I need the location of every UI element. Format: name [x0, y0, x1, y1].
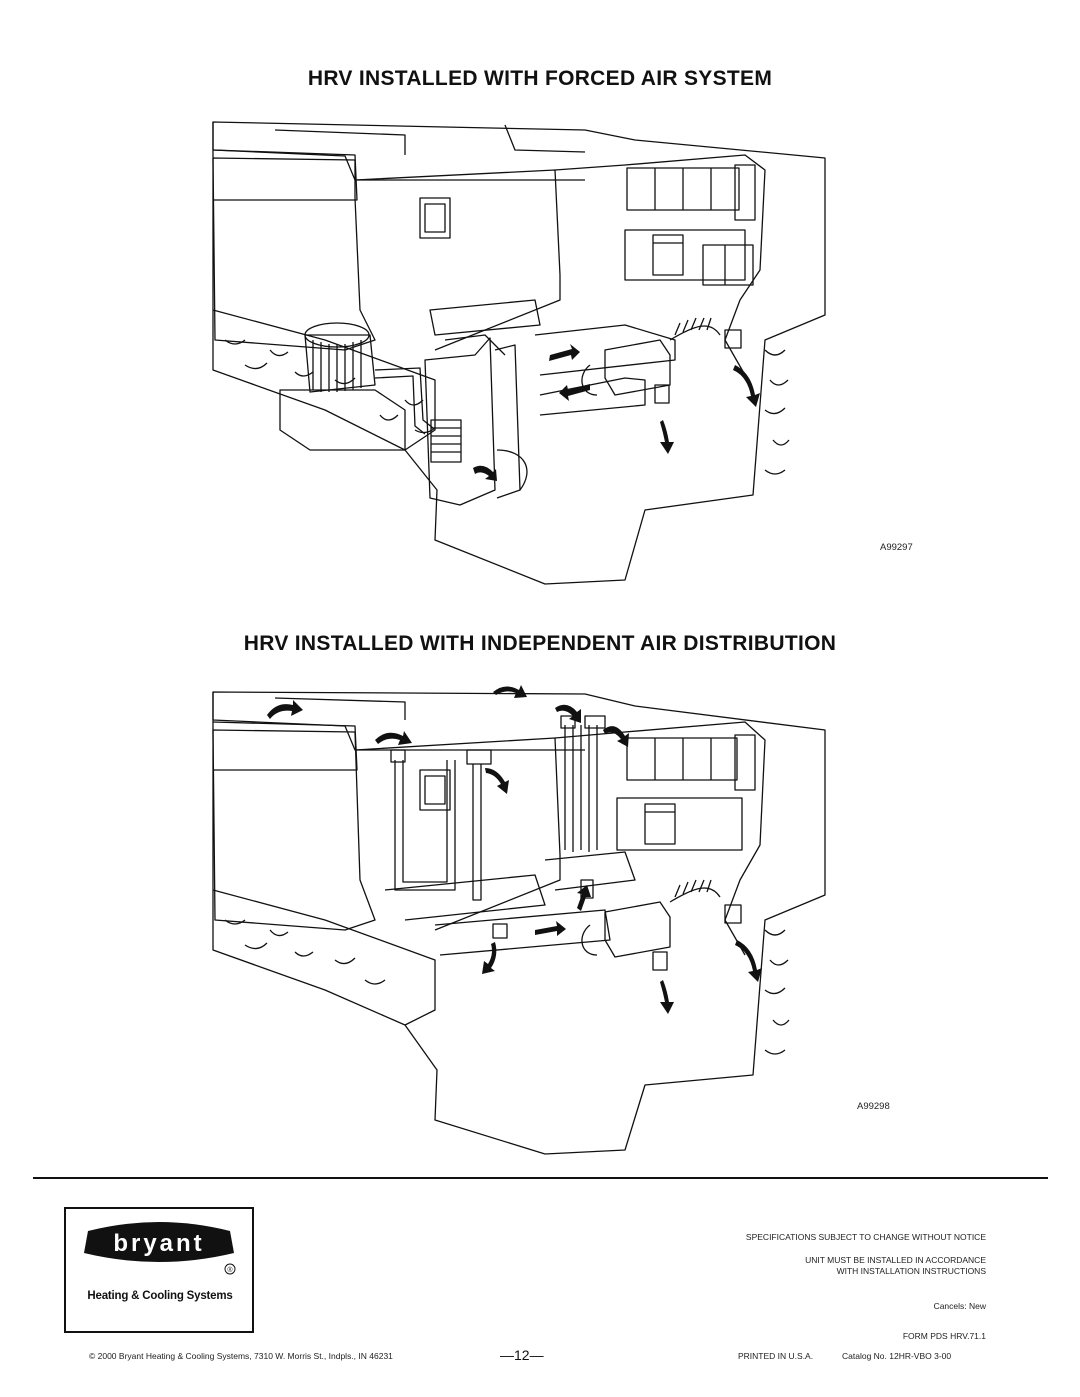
page-number: —12— — [500, 1347, 544, 1363]
heading-independent: HRV INSTALLED WITH INDEPENDENT AIR DISTR… — [243, 632, 837, 655]
figure-code-forced-air: A99297 — [880, 542, 913, 553]
install-notice-line1: UNIT MUST BE INSTALLED IN ACCORDANCE — [805, 1255, 986, 1265]
logo-tagline: Heating & Cooling Systems — [87, 1290, 233, 1302]
form-number: FORM PDS HRV.71.1 — [902, 1331, 986, 1341]
printed-in: PRINTED IN U.S.A. — [738, 1351, 814, 1361]
spec-change-notice: SPECIFICATIONS SUBJECT TO CHANGE WITHOUT… — [745, 1232, 986, 1242]
figure-code-independent: A99298 — [857, 1101, 890, 1112]
independent-distribution-illustration — [212, 685, 826, 1155]
cancels-note: Cancels: New — [933, 1301, 986, 1311]
catalog-number: Catalog No. 12HR-VBO 3-00 — [842, 1351, 952, 1361]
install-notice-line2: WITH INSTALLATION INSTRUCTIONS — [836, 1266, 986, 1276]
footer-divider — [33, 1177, 1048, 1179]
heading-forced-air: HRV INSTALLED WITH FORCED AIR SYSTEM — [307, 67, 773, 90]
bryant-wordmark-badge: bryant ® — [84, 1222, 236, 1275]
copyright-line: © 2000 Bryant Heating & Cooling Systems,… — [89, 1351, 393, 1361]
registered-mark: ® — [227, 1266, 233, 1274]
logo-wordmark: bryant — [113, 1230, 204, 1257]
bryant-logo: bryant ® Heating & Cooling Systems — [64, 1207, 254, 1333]
forced-air-illustration — [212, 121, 826, 585]
